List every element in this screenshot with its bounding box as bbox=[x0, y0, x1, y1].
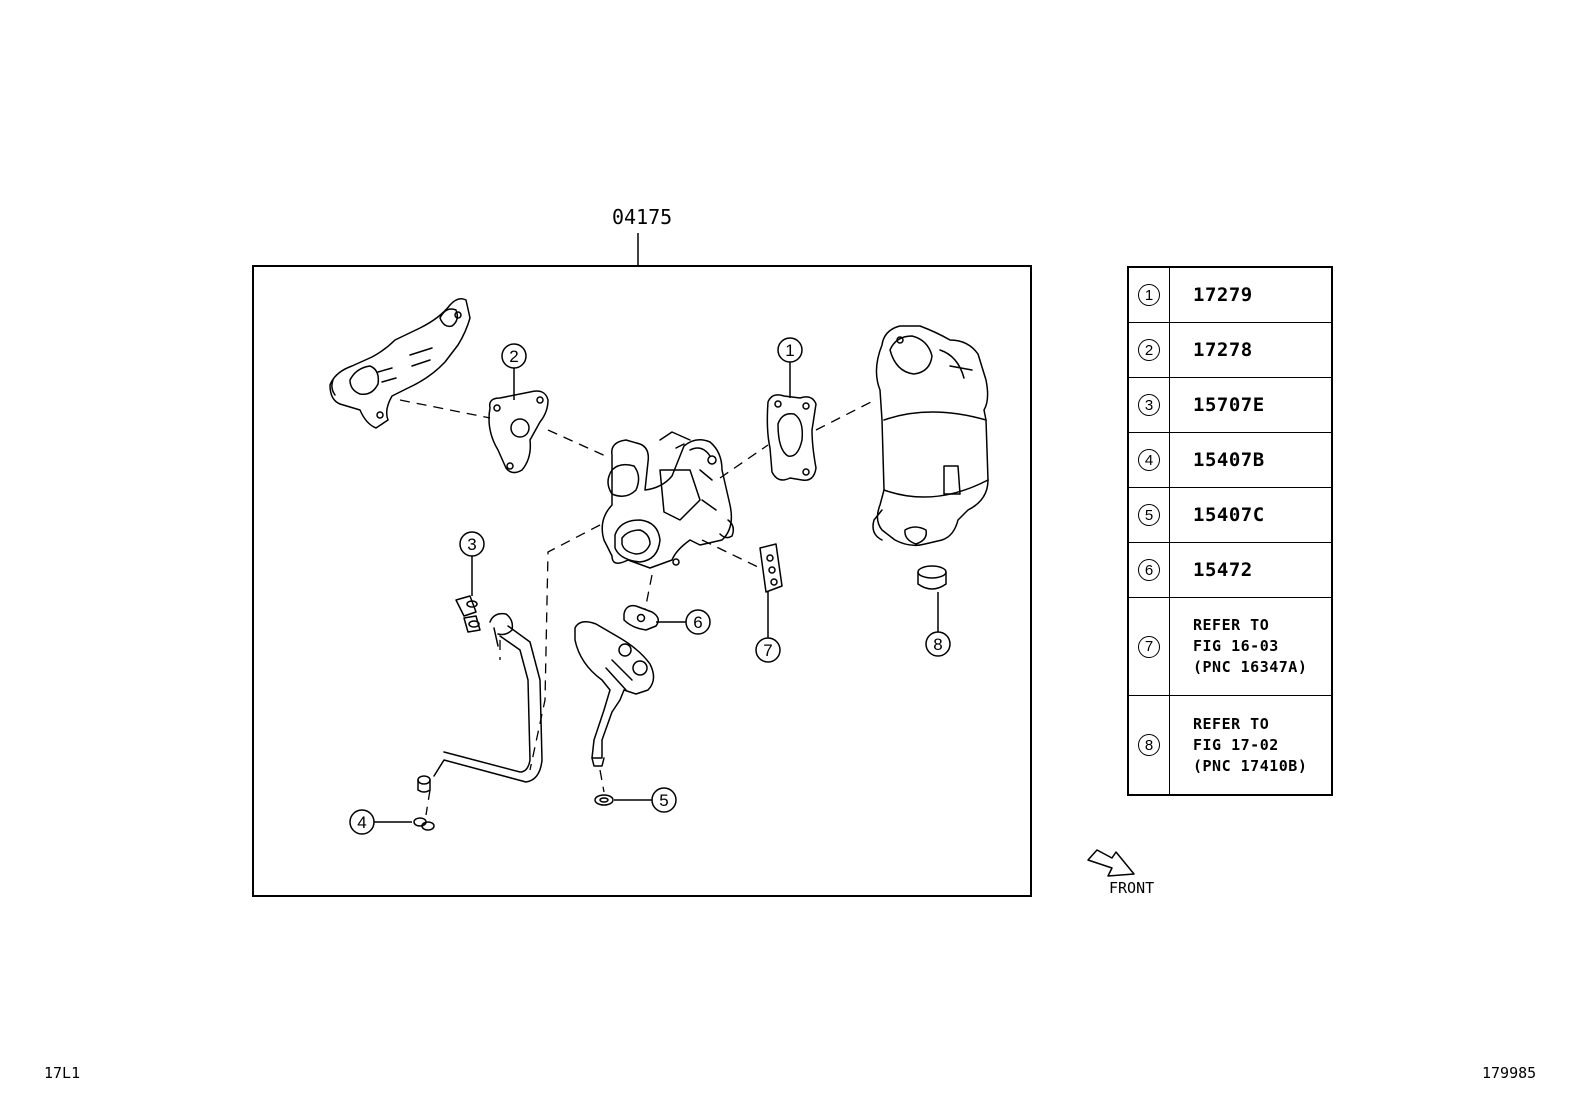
callout-3-label: 3 bbox=[467, 535, 476, 554]
callout-4-label: 4 bbox=[357, 813, 366, 832]
callout-7: 7 bbox=[755, 592, 781, 663]
legend-ref-2: 2 bbox=[1138, 339, 1160, 361]
callout-1: 1 bbox=[777, 337, 803, 398]
catalytic-converter-part bbox=[872, 325, 989, 547]
legend-row-2: 2 17278 bbox=[1129, 323, 1331, 378]
legend-ref-3: 3 bbox=[1138, 394, 1160, 416]
callout-8-label: 8 bbox=[933, 635, 942, 654]
footer-illustration-number: 179985 bbox=[1482, 1064, 1537, 1082]
callout-7-label: 7 bbox=[763, 641, 772, 660]
legend-part-4: 15407B bbox=[1193, 449, 1265, 471]
oil-feed-pipe-part bbox=[433, 612, 543, 783]
legend-row-7: 7 REFER TO FIG 16-03 (PNC 16347A) bbox=[1129, 598, 1331, 696]
legend-part-6: 15472 bbox=[1193, 559, 1253, 581]
exhaust-manifold-part bbox=[329, 298, 471, 429]
union-bolt-part bbox=[413, 775, 435, 831]
callout-2: 2 bbox=[501, 343, 527, 400]
gasket-small-part bbox=[623, 604, 659, 631]
callout-6: 6 bbox=[656, 609, 711, 635]
clip-upper-part bbox=[455, 595, 481, 633]
dashed-connectors bbox=[399, 399, 876, 816]
legend-row-1: 1 17279 bbox=[1129, 268, 1331, 323]
legend-ref-8: 8 bbox=[1138, 734, 1160, 756]
legend-part-7-line-2: FIG 16-03 bbox=[1193, 637, 1279, 655]
legend-row-3: 3 15707E bbox=[1129, 378, 1331, 433]
legend-part-8-line-2: FIG 17-02 bbox=[1193, 735, 1279, 754]
legend-row-4: 4 15407B bbox=[1129, 433, 1331, 488]
front-label: FRONT bbox=[1109, 879, 1155, 897]
legend-part-7-line-1: REFER TO bbox=[1193, 616, 1270, 634]
legend-ref-1: 1 bbox=[1138, 284, 1160, 306]
assembly-part-number: 04175 bbox=[612, 205, 673, 229]
legend-ref-5: 5 bbox=[1138, 504, 1160, 526]
callout-8: 8 bbox=[925, 592, 951, 657]
callout-3: 3 bbox=[459, 531, 485, 596]
oil-pipe-part bbox=[574, 621, 655, 767]
callout-5-label: 5 bbox=[659, 791, 668, 810]
legend-part-2: 17278 bbox=[1193, 339, 1253, 361]
legend-ref-7: 7 bbox=[1138, 635, 1160, 658]
footer-figure-code: 17L1 bbox=[44, 1064, 81, 1082]
legend-row-6: 6 15472 bbox=[1129, 543, 1331, 598]
callout-1-label: 1 bbox=[785, 341, 794, 360]
legend-ref-4: 4 bbox=[1138, 449, 1160, 471]
gasket-bottom-part bbox=[594, 794, 614, 806]
gasket-left-part bbox=[488, 390, 549, 474]
legend-part-8-line-3: (PNC 17410B) bbox=[1193, 756, 1308, 775]
parts-legend-table: 1 17279 2 17278 3 15707E 4 15407B 5 1540… bbox=[1127, 266, 1333, 796]
turbocharger-part bbox=[601, 431, 735, 569]
legend-part-7-line-3: (PNC 16347A) bbox=[1193, 658, 1308, 676]
callout-6-label: 6 bbox=[693, 613, 702, 632]
legend-ref-6: 6 bbox=[1138, 559, 1160, 581]
ring-part bbox=[917, 565, 947, 590]
legend-part-5: 15407C bbox=[1193, 504, 1265, 526]
legend-row-5: 5 15407C bbox=[1129, 488, 1331, 543]
callout-2-label: 2 bbox=[509, 347, 518, 366]
callout-4: 4 bbox=[349, 809, 412, 835]
legend-part-8-line-1: REFER TO bbox=[1193, 714, 1270, 733]
legend-row-8: 8 REFER TO FIG 17-02 (PNC 17410B) bbox=[1129, 696, 1331, 794]
assembly-frame bbox=[252, 265, 1032, 897]
gasket-right-part bbox=[766, 394, 817, 481]
gasket-plate-part bbox=[759, 543, 783, 593]
front-arrow-icon bbox=[1087, 849, 1135, 877]
legend-part-1: 17279 bbox=[1193, 284, 1253, 306]
callout-5: 5 bbox=[614, 787, 677, 813]
legend-part-3: 15707E bbox=[1193, 394, 1265, 416]
